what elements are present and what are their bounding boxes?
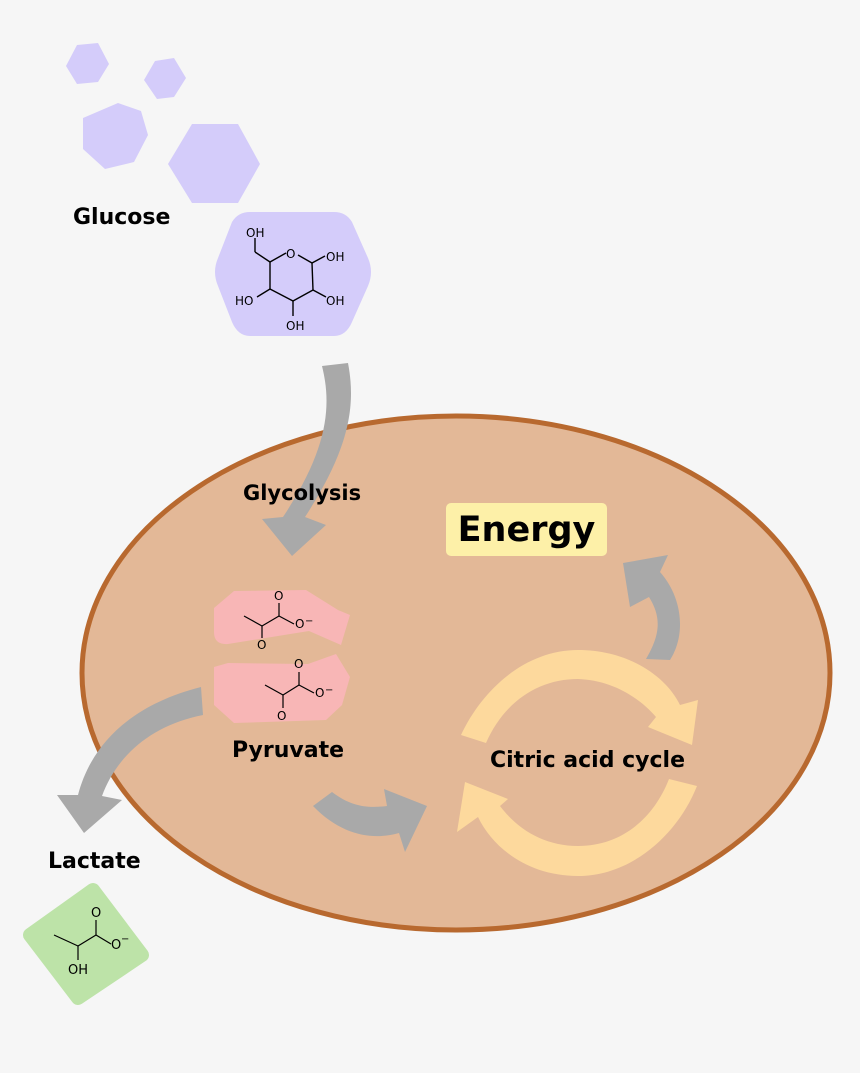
lactate-structure: O O − OH xyxy=(53,906,129,978)
glucose-molecule-bg xyxy=(215,212,371,336)
glucose-hexagon-medium xyxy=(83,103,148,169)
glucose-hexagon-small-1 xyxy=(66,43,109,84)
glucose-ho-left: HO xyxy=(235,294,253,308)
citric-acid-cycle-label: Citric acid cycle xyxy=(490,748,686,773)
glucose-hexagon-small-2 xyxy=(144,58,186,99)
lactate-minus: − xyxy=(121,934,129,945)
glycolysis-arrow xyxy=(262,363,351,556)
glucose-label: Glucose xyxy=(73,205,171,230)
pyruvate-2-top-o: O xyxy=(294,657,303,671)
pyruvate-structure-1: O O O − xyxy=(243,589,313,652)
citric-acid-cycle-arrow-bottom xyxy=(457,779,697,876)
citric-acid-cycle-arrow-top xyxy=(461,650,698,745)
pyruvate-1-top-o: O xyxy=(274,589,283,603)
pyruvate-structure-2: O O O − xyxy=(264,657,333,723)
pyruvate-label: Pyruvate xyxy=(232,738,345,763)
pyruvate-1-minus: − xyxy=(305,616,313,627)
pyruvate-2-carboxylate-o: O xyxy=(315,686,324,700)
pyruvate-shape-2 xyxy=(214,654,350,723)
lactate-arrow xyxy=(57,687,203,833)
glucose-oh-top: OH xyxy=(246,226,264,240)
lactate-top-o: O xyxy=(91,906,101,921)
glucose-oh-bottom: OH xyxy=(286,319,304,333)
glucose-hexagon-large xyxy=(168,124,260,203)
lactate-oh: OH xyxy=(68,963,88,978)
glucose-oh-right: OH xyxy=(326,250,344,264)
pyruvate-1-carbonyl-o: O xyxy=(257,638,266,652)
glucose-oh-lower-right: OH xyxy=(326,294,344,308)
energy-box: Energy xyxy=(446,503,607,556)
pyruvate-2-carbonyl-o: O xyxy=(277,709,286,723)
glucose-ring-o: O xyxy=(286,247,295,261)
lactate-carboxylate-o: O xyxy=(111,938,121,953)
energy-label: Energy xyxy=(457,509,596,550)
pyruvate-1-carboxylate-o: O xyxy=(295,617,304,631)
glycolysis-label: Glycolysis xyxy=(243,481,362,505)
lactate-label: Lactate xyxy=(48,849,141,874)
pyruvate-2-minus: − xyxy=(325,685,333,696)
lactate-molecule-bg xyxy=(23,883,149,1005)
cycle-to-energy-arrow xyxy=(623,555,681,660)
cell xyxy=(79,413,833,933)
glucose-structure: OH O OH OH HO OH xyxy=(235,226,344,333)
pyruvate-to-cycle-arrow xyxy=(313,789,427,852)
